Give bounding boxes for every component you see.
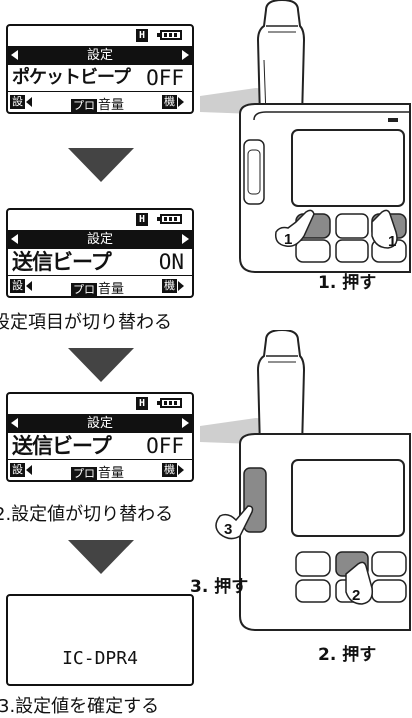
right-arrow-icon — [182, 418, 189, 428]
callout-1-left: 1 — [284, 231, 292, 248]
menu-header: 設定 — [8, 230, 192, 249]
down-arrow-2 — [68, 348, 134, 382]
antenna — [256, 0, 306, 119]
step-1-label: 1. 押す — [318, 273, 377, 293]
radio-device-top: 1 1 — [200, 0, 411, 273]
left-arrow-icon — [11, 50, 18, 60]
softkey-right: 機 — [162, 462, 184, 477]
battery-icon — [157, 214, 182, 224]
setting-name: 送信ビープ — [12, 434, 112, 458]
caption-3: 3.設定値を確定する — [0, 696, 160, 717]
finger-side — [215, 505, 254, 540]
softkey-bar: 設 プロ音量 機 — [8, 91, 192, 112]
menu-header: 設定 — [8, 414, 192, 433]
model-name: IC-DPR4 — [62, 648, 138, 669]
status-bar: H — [8, 210, 192, 230]
antenna — [256, 330, 306, 449]
down-arrow-1 — [68, 148, 134, 182]
callout-3: 3 — [224, 521, 232, 538]
softkey-left: 設 — [10, 94, 32, 109]
softkey-middle: プロ音量 — [71, 282, 125, 297]
step-2-label: 2. 押す — [318, 645, 377, 665]
step-3-label: 3. 押す — [190, 577, 249, 597]
power-h-icon: H — [136, 213, 148, 226]
lcd-panel-3: H 設定 送信ビープ OFF 設 プロ音量 機 — [6, 392, 194, 482]
right-triangle-icon — [178, 280, 184, 291]
lcd-panel-1: H 設定 ポケットビープ OFF 設 プロ音量 機 — [6, 24, 194, 114]
power-h-icon: H — [136, 29, 148, 42]
setting-value: ON — [158, 250, 184, 274]
battery-icon — [157, 30, 182, 40]
softkey-right: 機 — [162, 94, 184, 109]
setting-row: 送信ビープ ON — [8, 249, 192, 275]
setting-row: 送信ビープ OFF — [8, 433, 192, 459]
caption-2: 2.設定値が切り替わる — [0, 504, 174, 525]
left-triangle-icon — [26, 96, 32, 107]
right-triangle-icon — [178, 96, 184, 107]
power-h-icon: H — [136, 397, 148, 410]
softkey-bar: 設 プロ音量 機 — [8, 275, 192, 296]
setting-name: 送信ビープ — [12, 250, 112, 274]
left-triangle-icon — [26, 464, 32, 475]
lcd-panel-final: IC-DPR4 — [6, 594, 194, 686]
right-arrow-icon — [182, 234, 189, 244]
menu-title: 設定 — [86, 232, 113, 247]
radio-device-bottom: 3 2 — [200, 330, 411, 631]
menu-header: 設定 — [8, 46, 192, 65]
status-bar: H — [8, 394, 192, 414]
right-triangle-icon — [178, 464, 184, 475]
finger-right — [371, 209, 398, 249]
softkey-left: 設 — [10, 462, 32, 477]
battery-icon — [157, 398, 182, 408]
finger-center — [345, 561, 374, 605]
right-arrow-icon — [182, 50, 189, 60]
radio-screen — [291, 129, 405, 207]
radio-screen — [291, 459, 405, 537]
softkey-left: 設 — [10, 278, 32, 293]
setting-value: OFF — [146, 434, 184, 458]
menu-title: 設定 — [86, 48, 113, 63]
setting-row: ポケットビープ OFF — [8, 65, 192, 91]
finger-left — [274, 209, 315, 248]
softkey-bar: 設 プロ音量 機 — [8, 459, 192, 480]
callout-1-right: 1 — [388, 233, 396, 250]
left-arrow-icon — [11, 234, 18, 244]
softkey-middle: プロ音量 — [71, 466, 125, 481]
softkey-middle: プロ音量 — [71, 98, 125, 113]
swoosh-arrow — [200, 418, 326, 480]
left-triangle-icon — [26, 280, 32, 291]
menu-title: 設定 — [86, 416, 113, 431]
key-center — [335, 213, 369, 239]
softkey-right: 機 — [162, 278, 184, 293]
lcd-panel-2: H 設定 送信ビープ ON 設 プロ音量 機 — [6, 208, 194, 298]
left-arrow-icon — [11, 418, 18, 428]
swoosh-arrow — [200, 88, 326, 150]
caption-1: 設定項目が切り替わる — [0, 312, 172, 333]
status-bar: H — [8, 26, 192, 46]
down-arrow-3 — [68, 540, 134, 574]
setting-value: OFF — [146, 66, 184, 90]
callout-2: 2 — [352, 587, 360, 604]
setting-name: ポケットビープ — [12, 67, 131, 88]
